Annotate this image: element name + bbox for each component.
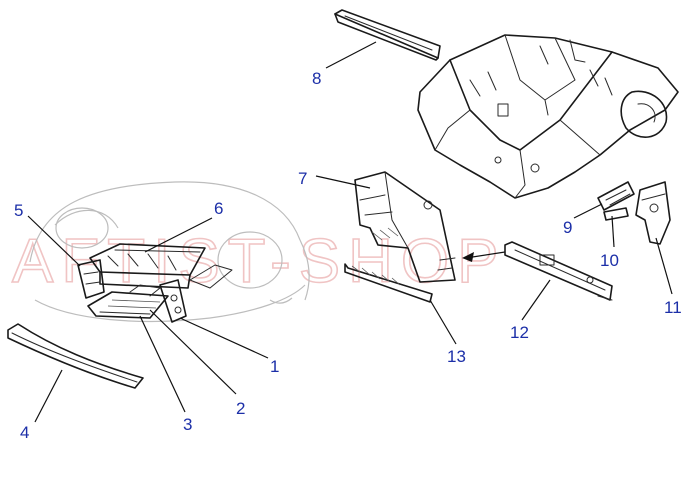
leader-13 <box>429 299 457 345</box>
leader-12 <box>521 279 551 321</box>
part-3-lower-tray <box>87 291 169 319</box>
leader-9 <box>573 203 603 219</box>
callout-7: 7 <box>298 169 307 188</box>
part-8-upper-rail <box>334 9 441 61</box>
leader-1 <box>179 317 269 359</box>
leader-10 <box>611 215 615 248</box>
part-9-small-bracket <box>597 181 635 211</box>
car-body-ghost-outline <box>29 181 310 323</box>
leader-2 <box>149 309 237 395</box>
leader-4 <box>34 369 63 423</box>
part-1-right-bracket <box>159 279 187 323</box>
leader-3 <box>139 315 186 413</box>
leader-11 <box>655 237 673 295</box>
leader-6 <box>144 217 213 253</box>
leader-8 <box>325 41 377 69</box>
part-13-lower-strip <box>344 263 433 303</box>
watermark-text: AFTIST-SHOP <box>12 227 506 296</box>
part-7-valance-panel <box>354 171 456 283</box>
headlight-ghost <box>189 264 233 289</box>
assembly-direction-arrow <box>462 251 506 262</box>
callout-12: 12 <box>510 323 529 342</box>
callout-6: 6 <box>214 199 223 218</box>
part-10-small-strip <box>603 207 629 221</box>
callout-3: 3 <box>183 415 192 434</box>
callout-10: 10 <box>600 251 619 270</box>
engine-bay-assembly <box>417 34 679 199</box>
part-11-mount-bracket <box>635 181 671 245</box>
part-12-chassis-rail <box>504 241 613 301</box>
callout-2: 2 <box>236 399 245 418</box>
callout-1: 1 <box>270 357 279 376</box>
leader-7 <box>315 175 371 189</box>
callout-5: 5 <box>14 201 23 220</box>
part-5-left-bracket <box>77 259 105 299</box>
callout-13: 13 <box>447 347 466 366</box>
callout-9: 9 <box>563 218 572 237</box>
callout-labels: 1 2 3 4 5 6 7 8 9 10 11 12 13 <box>14 69 682 442</box>
callout-8: 8 <box>312 69 321 88</box>
leader-5 <box>27 215 81 267</box>
leader-lines <box>27 41 673 423</box>
part-4-bumper-strip <box>7 323 144 389</box>
callout-11: 11 <box>664 298 682 317</box>
callout-4: 4 <box>20 423 29 442</box>
part-2-tray-bracket <box>129 284 161 297</box>
